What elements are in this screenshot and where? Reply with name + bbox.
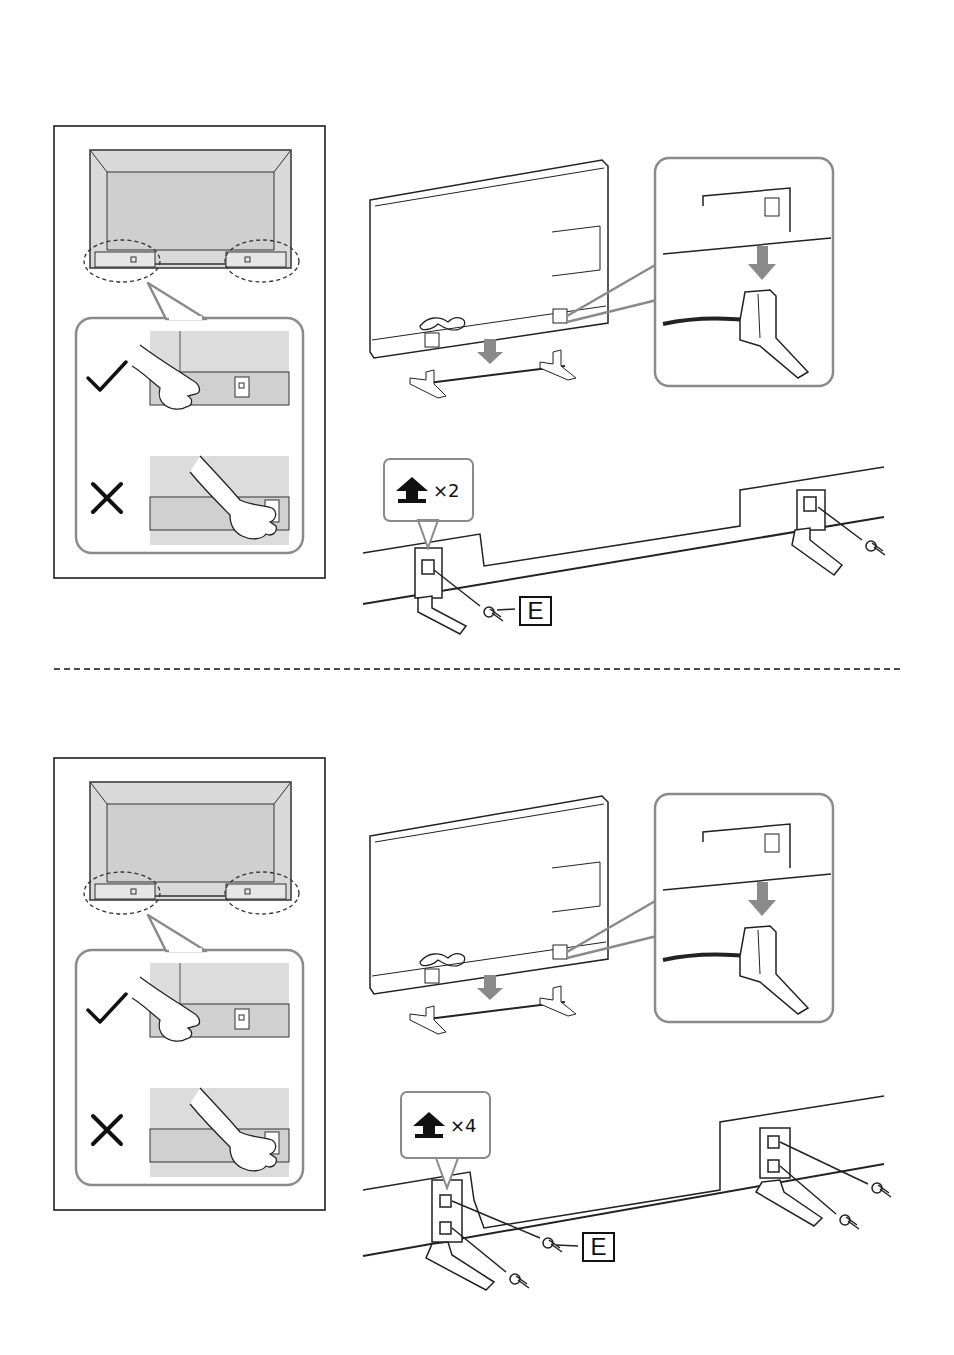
part-letter-text: E [590, 1235, 606, 1259]
handling-panel [54, 758, 325, 1210]
tv-stand-view [370, 794, 833, 1034]
part-letter-text: E [527, 599, 543, 623]
quantity-callout: ×2 [383, 458, 474, 522]
drawing-part [440, 1195, 451, 1207]
drawing-part [422, 560, 434, 574]
screw [543, 1238, 562, 1252]
drawing-part [756, 1180, 822, 1226]
screw [840, 1215, 859, 1229]
drawing-part [418, 596, 466, 634]
drawing-part [556, 1245, 578, 1246]
quantity-callout: ×4 [400, 1091, 491, 1159]
quantity-text: ×2 [433, 480, 460, 501]
screw-detail [363, 1096, 884, 1290]
screw-icon [396, 477, 428, 503]
drawing-part [818, 507, 862, 540]
part-letter: E [582, 1232, 615, 1262]
drawing-part [768, 1160, 779, 1172]
drawing-part [804, 497, 816, 511]
drawing-part [363, 517, 884, 604]
screw-icon [413, 1112, 445, 1138]
drawing-part [434, 570, 480, 606]
drawing-part [768, 1136, 779, 1148]
part-letter: E [519, 596, 552, 626]
quantity-text: ×4 [450, 1115, 477, 1136]
handling-panel [54, 126, 325, 578]
tv-stand-view [370, 158, 833, 398]
drawing-part [440, 1222, 451, 1234]
drawing-part [497, 609, 515, 610]
drawing-part [792, 528, 842, 575]
drawing-part [780, 1166, 836, 1214]
drawing-part [452, 1228, 506, 1272]
drawing-part [452, 1201, 540, 1238]
screw [484, 607, 503, 621]
screw [872, 1183, 891, 1197]
screw-detail [363, 467, 884, 634]
section-divider [54, 668, 900, 669]
drawing-part [426, 1242, 494, 1290]
drawing-part [418, 520, 438, 548]
drawing-part [436, 1158, 458, 1188]
screw [510, 1274, 529, 1288]
screw [866, 541, 885, 555]
